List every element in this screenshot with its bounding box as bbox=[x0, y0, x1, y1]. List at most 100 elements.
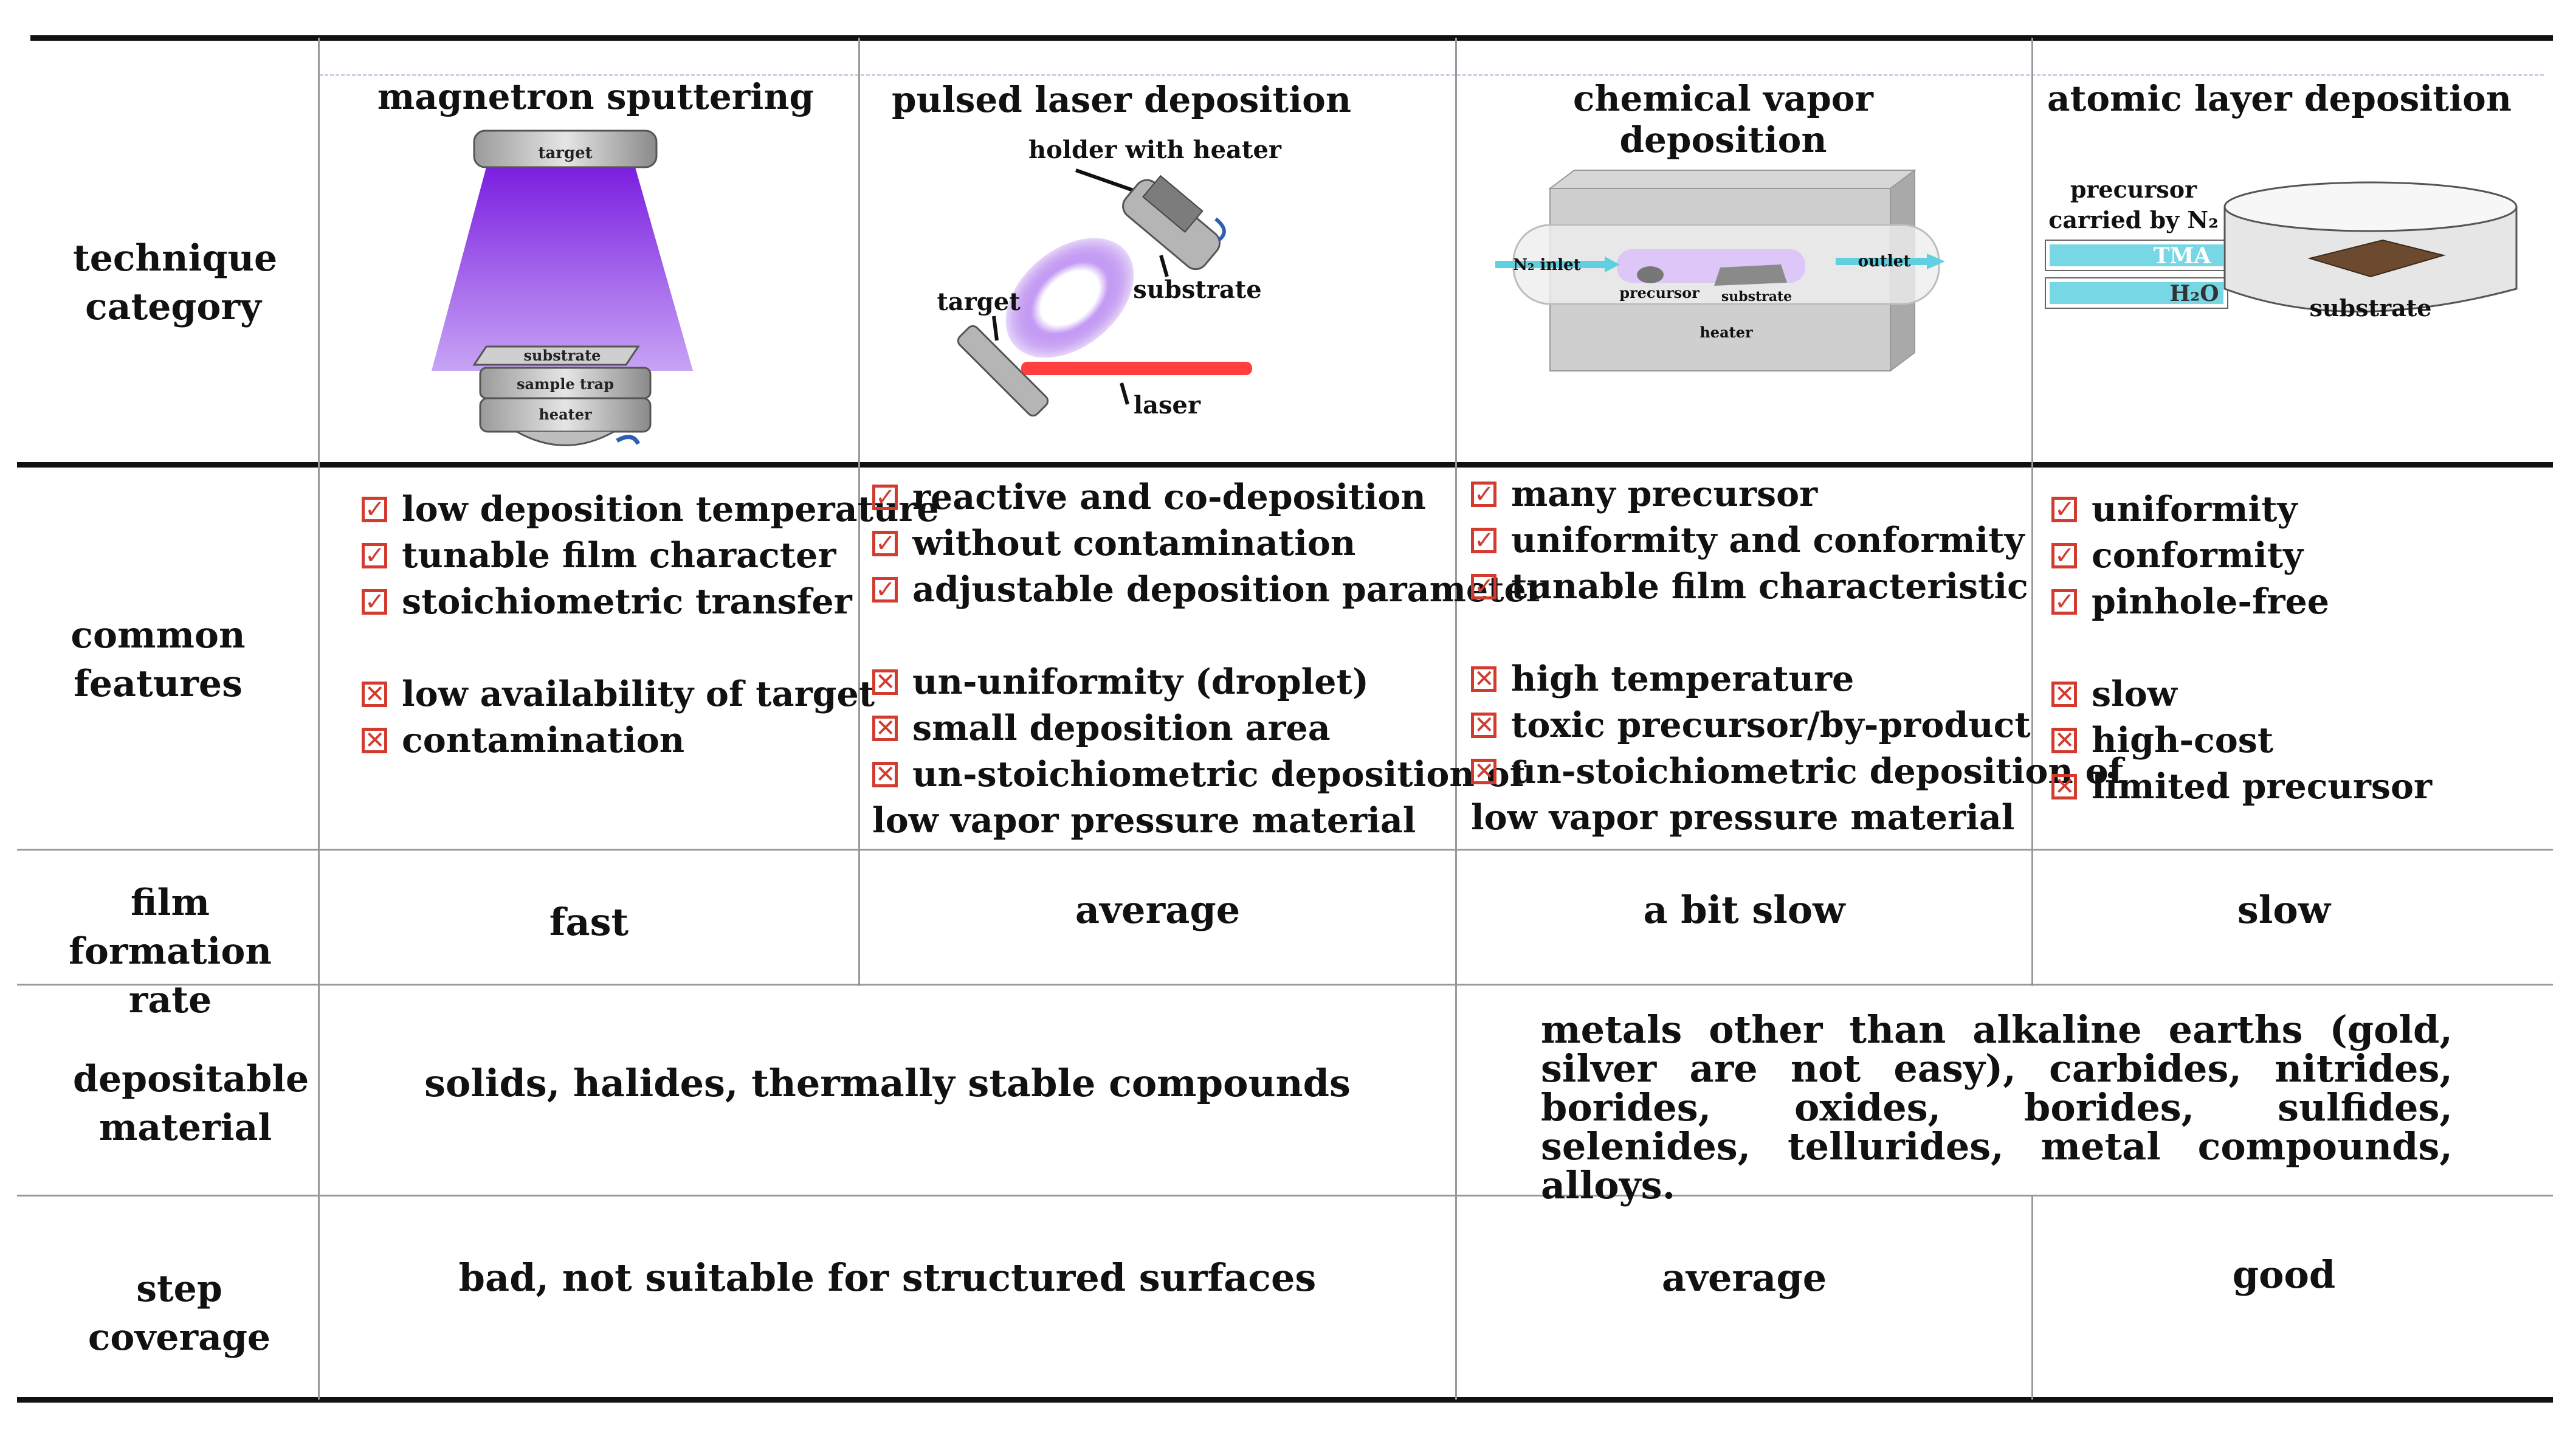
step-chemical-vapor-deposition: average bbox=[1661, 1255, 1827, 1300]
checkbox-checked-icon: ✓ bbox=[2051, 497, 2077, 522]
rate-magnetron-sputtering: fast bbox=[549, 900, 629, 944]
row-header-rate: film formation rate bbox=[69, 882, 272, 1021]
con-item: ✕slow bbox=[2051, 671, 2432, 717]
col-header-pulsed-laser-deposition: pulsed laser deposition bbox=[891, 79, 1352, 120]
row-rule-1 bbox=[17, 849, 2553, 851]
con-item: ✕low availability of target bbox=[362, 671, 939, 717]
target-disk bbox=[957, 325, 1049, 417]
col-divider-2 bbox=[1455, 38, 1457, 1400]
row-rule-2 bbox=[17, 984, 2553, 986]
row-header-features: common features bbox=[71, 614, 246, 705]
precursor-label-line1: precursor bbox=[2070, 176, 2197, 203]
holder-with-heater bbox=[1122, 174, 1221, 271]
substrate-label: substrate bbox=[2310, 294, 2432, 322]
checkbox-checked-icon: ✓ bbox=[362, 543, 387, 568]
furnace-top bbox=[1548, 170, 1917, 189]
con-item: ✕limited precursor bbox=[2051, 764, 2432, 810]
substrate-piece bbox=[1714, 264, 1787, 286]
target-label: target bbox=[538, 144, 592, 162]
inlet-label: N₂ inlet bbox=[1513, 256, 1580, 274]
substrate-label: substrate bbox=[1721, 289, 1792, 305]
atomic-layer-deposition-diagram: precursor carried by N₂ TMA H₂O substrat… bbox=[2045, 176, 2518, 322]
pro-item: ✓uniformity bbox=[2051, 486, 2432, 533]
con-item: ✕toxic precursor/by-product bbox=[1471, 702, 2123, 748]
checkbox-checked-icon: ✓ bbox=[362, 589, 387, 615]
pro-item: ✓tunable film characteristic bbox=[1471, 564, 2123, 610]
row-rule-3 bbox=[17, 1195, 2553, 1196]
pro-item: ✓uniformity and conformity bbox=[1471, 517, 2123, 564]
h2o-label: H₂O bbox=[2169, 281, 2219, 306]
target-block bbox=[473, 129, 658, 168]
pro-item: ✓reactive and co-deposition bbox=[872, 474, 1545, 520]
sample-trap-label: sample trap bbox=[517, 375, 614, 393]
checkbox-cross-icon: ✕ bbox=[1471, 666, 1496, 692]
table-top-rule bbox=[30, 35, 2553, 41]
laser-beam bbox=[1021, 362, 1252, 375]
features-chemical-vapor-deposition: ✓many precursor ✓uniformity and conformi… bbox=[1471, 471, 2123, 841]
rate-pulsed-laser-deposition: average bbox=[1075, 888, 1241, 932]
magnetron-sputtering-diagram: target substrate sample trap heater bbox=[432, 129, 693, 446]
pro-item: ✓conformity bbox=[2051, 533, 2432, 579]
col-header-chemical-vapor-deposition: chemical vapor deposition bbox=[1573, 78, 1873, 161]
con-item: ✕contamination bbox=[362, 717, 939, 764]
header-rule bbox=[17, 462, 2553, 468]
checkbox-cross-icon: ✕ bbox=[872, 716, 898, 741]
pro-item: ✓stoichiometric transfer bbox=[362, 579, 939, 625]
pro-item: ✓low deposition temperature bbox=[362, 486, 939, 533]
pro-item: ✓many precursor bbox=[1471, 471, 2123, 517]
checkbox-checked-icon: ✓ bbox=[872, 577, 898, 603]
col-header-magnetron-sputtering: magnetron sputtering bbox=[377, 76, 814, 117]
coolant-hook bbox=[616, 435, 641, 445]
checkbox-cross-icon: ✕ bbox=[362, 682, 387, 707]
col-header-atomic-layer-deposition: atomic layer deposition bbox=[2047, 78, 2512, 119]
checkbox-cross-icon: ✕ bbox=[872, 669, 898, 695]
outlet-label: outlet bbox=[1858, 252, 1911, 271]
pro-item: ✓adjustable deposition parameter bbox=[872, 567, 1545, 613]
con-item: ✕un-uniformity (droplet) bbox=[872, 659, 1545, 705]
checkbox-checked-icon: ✓ bbox=[1471, 528, 1496, 553]
checkbox-checked-icon: ✓ bbox=[2051, 543, 2077, 568]
row-header-material: depositable material bbox=[73, 1058, 309, 1149]
step-physical: bad, not suitable for structured surface… bbox=[458, 1255, 1317, 1300]
col-divider-0 bbox=[318, 38, 320, 1400]
precursor-label: precursor bbox=[1619, 284, 1700, 302]
pulsed-laser-deposition-diagram: holder with heater substrate target lase… bbox=[937, 136, 1282, 420]
substrate-block bbox=[2307, 239, 2446, 278]
col-divider-1 bbox=[858, 38, 860, 986]
laser-label: laser bbox=[1134, 391, 1201, 420]
heater-label: heater bbox=[1700, 323, 1753, 341]
con-item: ✕un-stoichiometric deposition of bbox=[1471, 748, 2123, 795]
features-magnetron-sputtering: ✓low deposition temperature ✓tunable fil… bbox=[362, 486, 939, 764]
features-pulsed-laser-deposition: ✓reactive and co-deposition ✓without con… bbox=[872, 474, 1545, 844]
checkbox-checked-icon: ✓ bbox=[1471, 482, 1496, 507]
chemical-vapor-deposition-diagram: N₂ inlet outlet precursor substrate heat… bbox=[1495, 169, 1945, 372]
checkbox-cross-icon: ✕ bbox=[2051, 728, 2077, 753]
table-bottom-rule bbox=[17, 1397, 2553, 1403]
rate-chemical-vapor-deposition: a bit slow bbox=[1643, 888, 1845, 932]
substrate-plate bbox=[472, 345, 640, 366]
pro-item: ✓pinhole-free bbox=[2051, 579, 2432, 625]
precursor-boat bbox=[1637, 266, 1664, 283]
substrate-label: substrate bbox=[1133, 275, 1261, 304]
col-divider-3-upper bbox=[2031, 38, 2033, 986]
checkbox-checked-icon: ✓ bbox=[362, 497, 387, 522]
con-item: ✕small deposition area bbox=[872, 705, 1545, 751]
pro-item: ✓tunable film character bbox=[362, 533, 939, 579]
con-item: ✕high-cost bbox=[2051, 717, 2432, 764]
stage-base bbox=[516, 430, 615, 446]
precursor-label-line2: carried by N₂ bbox=[2048, 206, 2218, 233]
target-label: target bbox=[937, 288, 1021, 316]
tma-label: TMA bbox=[2154, 243, 2212, 269]
checkbox-cross-icon: ✕ bbox=[362, 728, 387, 753]
con-item-wrap: low vapor pressure material bbox=[872, 800, 1416, 841]
checkbox-cross-icon: ✕ bbox=[872, 762, 898, 787]
substrate-label: substrate bbox=[524, 347, 601, 364]
checkbox-checked-icon: ✓ bbox=[2051, 589, 2077, 615]
material-chemical: metals other than alkaline earths (gold,… bbox=[1541, 1007, 2453, 1207]
checkbox-checked-icon: ✓ bbox=[872, 485, 898, 510]
header-dashed-rule bbox=[319, 74, 2544, 76]
checkbox-checked-icon: ✓ bbox=[1471, 574, 1496, 599]
row-header-technique: technique category bbox=[73, 237, 278, 328]
con-item: ✕high temperature bbox=[1471, 656, 2123, 702]
features-atomic-layer-deposition: ✓uniformity ✓conformity ✓pinhole-free ✕s… bbox=[2051, 486, 2432, 810]
